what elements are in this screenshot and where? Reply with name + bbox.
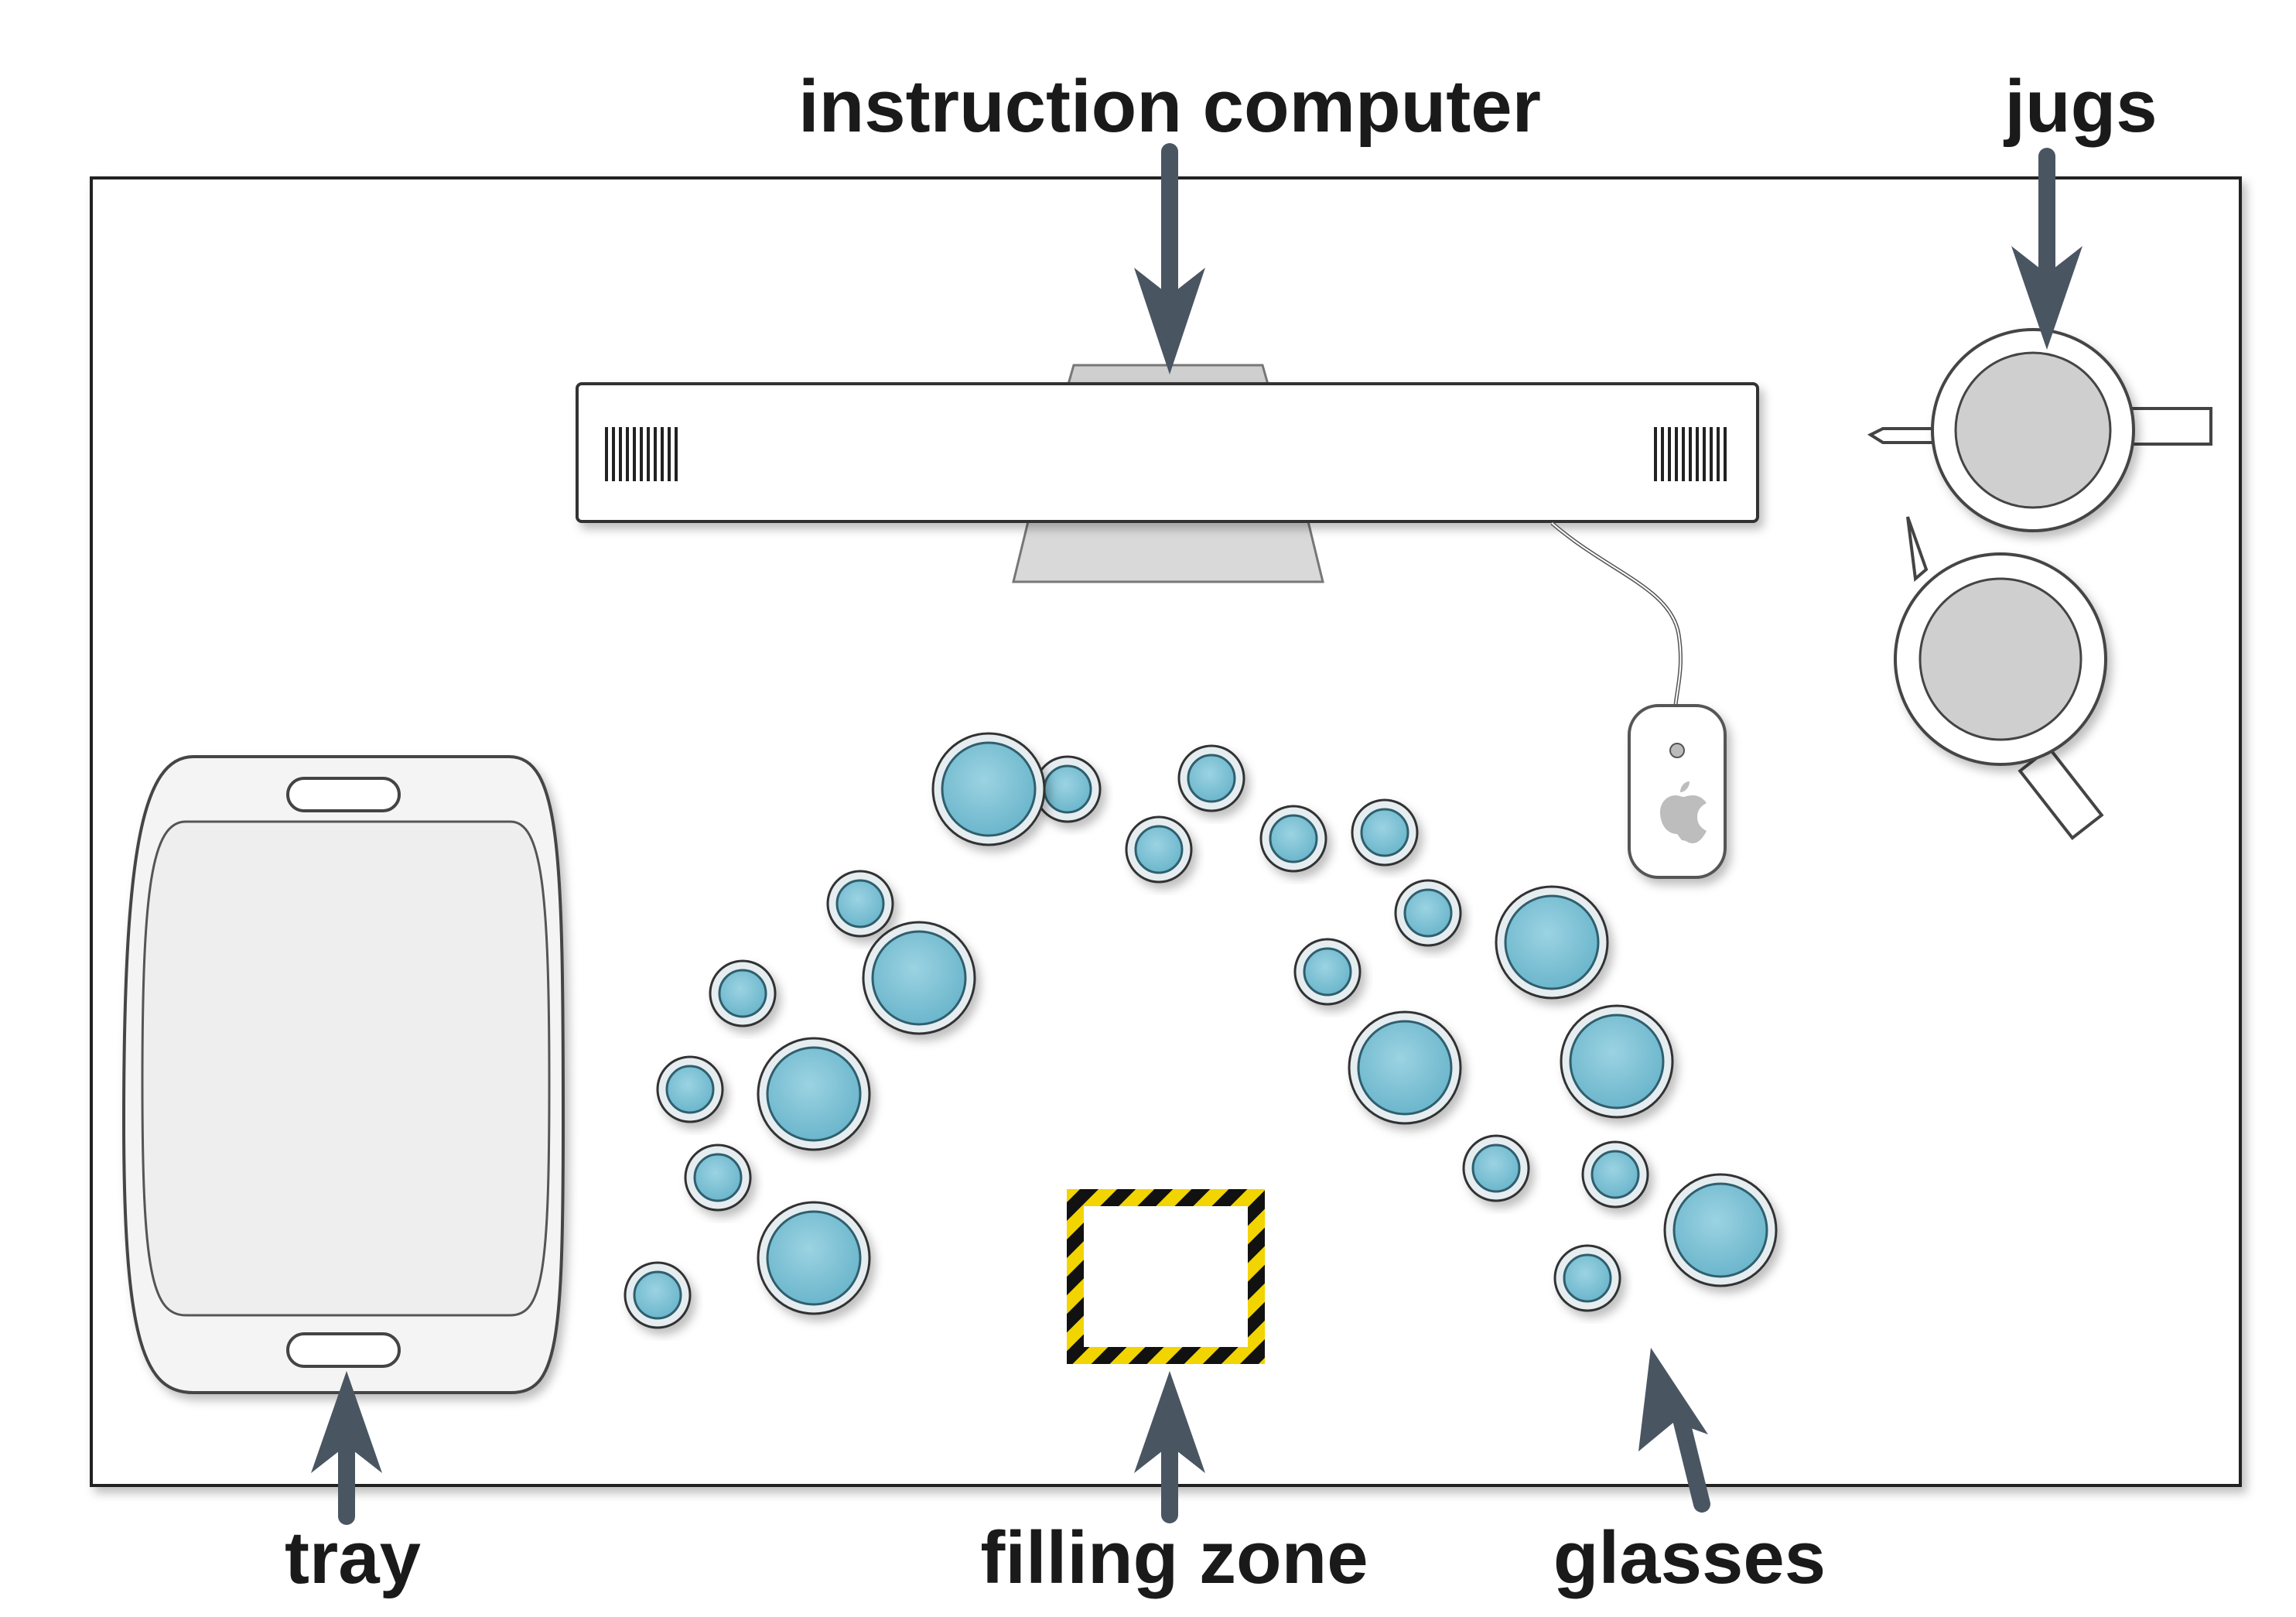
arrow-filling-zone: [1134, 1371, 1205, 1523]
glass-icon: [1560, 1004, 1674, 1119]
arrow-tray: [311, 1371, 382, 1525]
glasses-group: [624, 732, 1778, 1329]
glass-icon: [684, 1144, 752, 1212]
label-glasses: glasses: [1553, 1516, 1826, 1599]
speaker-grille-right: [1654, 427, 1727, 481]
glass-icon: [862, 921, 976, 1035]
glass-icon: [1495, 885, 1609, 1000]
tray-handle-bottom: [286, 1332, 401, 1368]
glass-icon: [1259, 805, 1327, 873]
jug-upper: [1867, 328, 2212, 532]
label-filling-zone: filling zone: [980, 1516, 1368, 1599]
glass-icon: [1394, 879, 1462, 947]
glass-icon: [1581, 1140, 1649, 1208]
glass-icon: [1348, 1010, 1462, 1125]
glass-icon: [1293, 938, 1362, 1006]
jug-icon: [1954, 351, 2112, 509]
tray-handle-top: [286, 777, 401, 812]
hazard-square-icon: [1067, 1189, 1265, 1364]
instruction-computer: [576, 364, 1759, 879]
tray-icon: [121, 755, 565, 1394]
arrows: [311, 143, 2082, 1525]
glass-icon: [1351, 798, 1419, 867]
arrow-jugs: [2011, 148, 2082, 350]
glass-icon: [1663, 1173, 1778, 1287]
glass-icon: [1462, 1134, 1530, 1202]
arrow-glasses: [1638, 1348, 1710, 1513]
jug-icon: [1918, 577, 2082, 741]
label-jugs: jugs: [2003, 65, 2157, 148]
speaker-grille-left: [605, 427, 678, 481]
jug-lower: [1894, 516, 2107, 840]
label-instruction-computer: instruction computer: [798, 65, 1541, 148]
arrow-instruction-computer: [1134, 143, 1205, 374]
glass-icon: [1553, 1244, 1621, 1312]
glass-icon: [656, 1055, 724, 1123]
glass-icon: [1177, 744, 1245, 812]
monitor-stand-base: [1012, 517, 1324, 583]
glass-icon: [624, 1261, 692, 1329]
label-tray: tray: [285, 1516, 421, 1599]
glass-icon: [709, 959, 777, 1027]
mouse-icon: [1628, 704, 1727, 879]
glass-icon: [1034, 755, 1102, 823]
glass-icon: [757, 1037, 871, 1151]
glass-icon: [931, 732, 1046, 846]
glass-icon: [1125, 815, 1193, 884]
glass-icon: [757, 1201, 871, 1315]
filling-zone: [1067, 1189, 1265, 1364]
glass-icon: [826, 870, 894, 938]
monitor-icon: [576, 382, 1759, 523]
apple-logo-icon: [1660, 781, 1707, 843]
